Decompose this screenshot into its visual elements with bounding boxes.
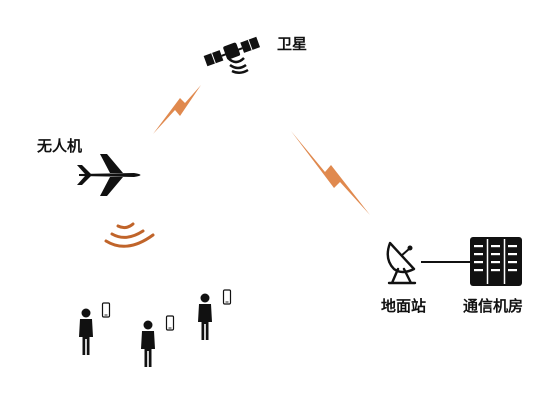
satellite-dish-icon xyxy=(386,241,417,285)
satellite-icon xyxy=(203,36,261,74)
phone-icon xyxy=(101,302,111,318)
phone-icon xyxy=(222,289,232,305)
phone-icon xyxy=(165,315,175,331)
signal-waves-icon xyxy=(104,222,155,248)
drone-label: 无人机 xyxy=(37,137,83,155)
server-rack-icon xyxy=(470,237,522,286)
airplane-icon xyxy=(77,154,141,196)
link-bolt-drone-satellite xyxy=(153,85,201,134)
link-bolt-satellite-ground xyxy=(291,131,370,215)
ground-station-label: 地面站 xyxy=(381,297,427,315)
satellite-label: 卫星 xyxy=(277,35,308,53)
person-icon xyxy=(79,308,93,355)
person-icon xyxy=(141,320,155,367)
comm-room-label: 通信机房 xyxy=(463,297,524,315)
person-icon xyxy=(198,293,212,340)
